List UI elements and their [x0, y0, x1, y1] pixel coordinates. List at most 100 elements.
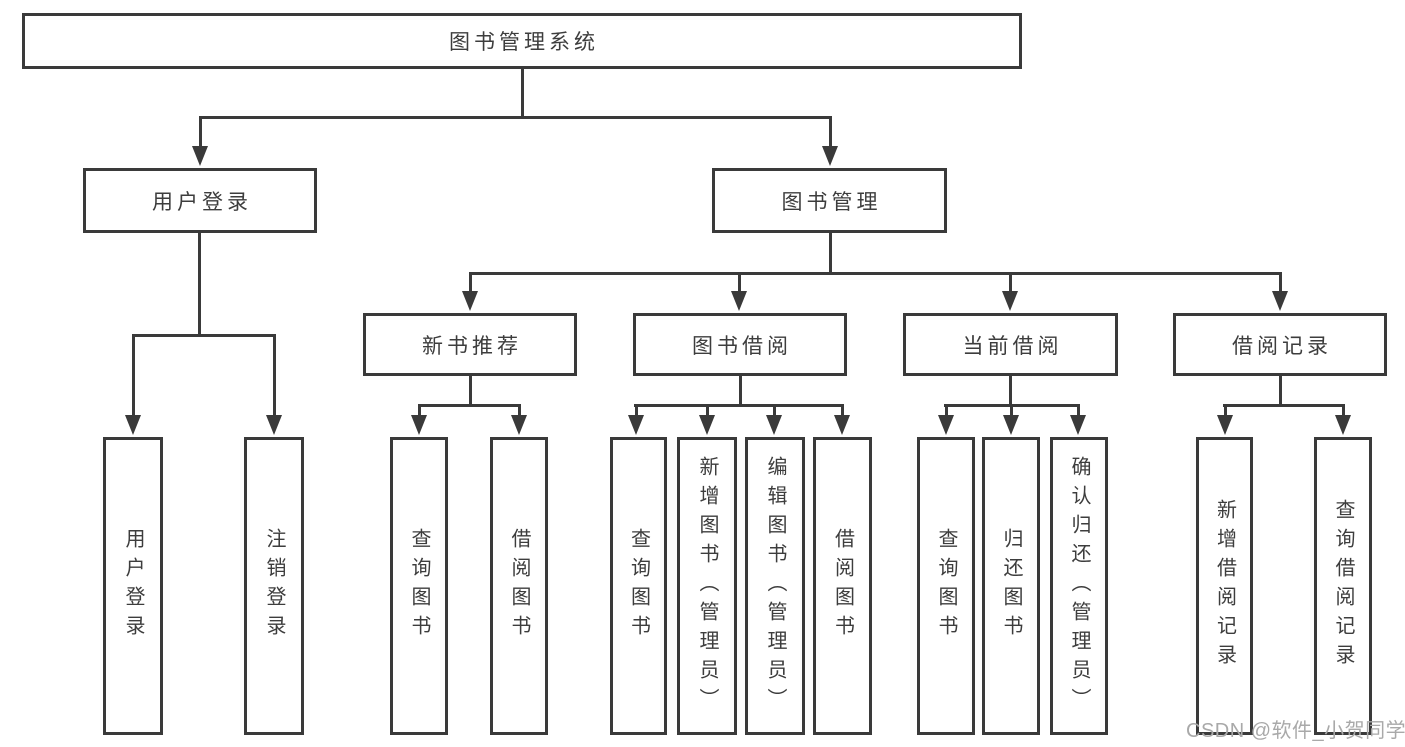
- arrow-stem: [1223, 405, 1227, 417]
- node-book-management: 图书管理: [712, 168, 947, 233]
- node-label-current-borrow: 当前借阅: [962, 334, 1063, 358]
- arrow-down: [192, 117, 208, 166]
- connector-line: [520, 69, 524, 119]
- arrow-stem: [1278, 273, 1282, 293]
- node-label-v-confirm-return: 确认归还（管理员）: [1068, 455, 1090, 717]
- arrow-stem: [272, 335, 276, 417]
- node-new-book-recommend: 新书推荐: [363, 313, 577, 376]
- node-v-edit-book: 编辑图书（管理员）: [745, 437, 805, 735]
- node-label-v-query-borrow-record: 查询借阅记录: [1332, 499, 1354, 673]
- node-current-borrow: 当前借阅: [903, 313, 1118, 376]
- node-label-v-query-book-3: 查询图书: [935, 528, 957, 644]
- arrow-down: [699, 405, 715, 435]
- arrow-head: [125, 415, 141, 435]
- node-label-v-logout: 注销登录: [263, 528, 285, 644]
- arrow-stem: [468, 273, 472, 293]
- connector-line: [199, 115, 832, 119]
- arrow-down: [411, 405, 427, 435]
- arrow-down: [766, 405, 782, 435]
- arrow-head: [192, 146, 208, 166]
- connector-line: [1223, 403, 1345, 407]
- arrow-head: [1070, 415, 1086, 435]
- arrow-head: [511, 415, 527, 435]
- node-borrow-records: 借阅记录: [1173, 313, 1387, 376]
- arrow-head: [938, 415, 954, 435]
- node-v-borrow-book-2: 借阅图书: [813, 437, 872, 735]
- arrow-head: [834, 415, 850, 435]
- arrow-stem: [772, 405, 776, 417]
- arrow-head: [731, 291, 747, 311]
- node-label-borrow-records: 借阅记录: [1232, 334, 1332, 358]
- node-v-borrow-book-1: 借阅图书: [490, 437, 548, 735]
- arrow-stem: [1009, 405, 1013, 417]
- node-system: 图书管理系统: [22, 13, 1022, 69]
- arrow-stem: [944, 405, 948, 417]
- arrow-stem: [517, 405, 521, 417]
- arrow-head: [266, 415, 282, 435]
- node-v-add-borrow-record: 新增借阅记录: [1196, 437, 1253, 735]
- arrow-down: [125, 335, 141, 435]
- connector-line: [634, 403, 844, 407]
- arrow-down: [462, 273, 478, 311]
- arrow-down: [938, 405, 954, 435]
- arrow-stem: [131, 335, 135, 417]
- node-label-book-management: 图书管理: [781, 190, 882, 214]
- arrow-head: [1335, 415, 1351, 435]
- connector-line: [418, 403, 521, 407]
- arrow-down: [1002, 273, 1018, 311]
- connector-line: [468, 376, 472, 407]
- node-v-logout: 注销登录: [244, 437, 304, 735]
- node-v-return-book: 归还图书: [982, 437, 1040, 735]
- connector-line: [1008, 376, 1012, 407]
- arrow-head: [411, 415, 427, 435]
- arrow-down: [1335, 405, 1351, 435]
- arrow-down: [511, 405, 527, 435]
- node-label-system: 图书管理系统: [449, 31, 599, 54]
- connector-line: [132, 333, 276, 337]
- arrow-head: [699, 415, 715, 435]
- arrow-down: [628, 405, 644, 435]
- connector-line: [197, 233, 201, 337]
- node-label-v-borrow-book-2: 借阅图书: [831, 528, 854, 644]
- arrow-stem: [705, 405, 709, 417]
- node-book-borrow: 图书借阅: [633, 313, 847, 376]
- node-label-v-add-borrow-record: 新增借阅记录: [1213, 499, 1236, 673]
- arrow-stem: [1341, 405, 1345, 417]
- arrow-head: [1003, 415, 1019, 435]
- node-label-new-book-recommend: 新书推荐: [422, 334, 522, 358]
- node-label-v-add-book: 新增图书（管理员）: [696, 455, 718, 717]
- arrow-down: [822, 117, 838, 166]
- arrow-down: [1070, 405, 1086, 435]
- connector-line: [738, 376, 742, 407]
- node-v-add-book: 新增图书（管理员）: [677, 437, 737, 735]
- node-label-user-login: 用户登录: [152, 190, 252, 214]
- arrow-stem: [828, 117, 832, 148]
- arrow-head: [462, 291, 478, 311]
- arrow-down: [1272, 273, 1288, 311]
- arrow-head: [1272, 291, 1288, 311]
- arrow-down: [1003, 405, 1019, 435]
- node-v-query-book-3: 查询图书: [917, 437, 975, 735]
- arrow-stem: [634, 405, 638, 417]
- arrow-head: [1217, 415, 1233, 435]
- arrow-down: [731, 273, 747, 311]
- arrow-down: [834, 405, 850, 435]
- arrow-stem: [737, 273, 741, 293]
- connector-line: [469, 271, 1282, 275]
- arrow-down: [266, 335, 282, 435]
- arrow-down: [1217, 405, 1233, 435]
- connector-line: [828, 233, 832, 275]
- arrow-stem: [1008, 273, 1012, 293]
- arrow-head: [822, 146, 838, 166]
- arrow-stem: [417, 405, 421, 417]
- arrow-head: [1002, 291, 1018, 311]
- node-v-query-borrow-record: 查询借阅记录: [1314, 437, 1372, 735]
- node-label-v-user-login: 用户登录: [122, 528, 144, 644]
- node-user-login: 用户登录: [83, 168, 317, 233]
- arrow-stem: [840, 405, 844, 417]
- arrow-stem: [1076, 405, 1080, 417]
- node-label-v-query-book-1: 查询图书: [408, 528, 430, 644]
- arrow-head: [628, 415, 644, 435]
- arrow-stem: [198, 117, 202, 148]
